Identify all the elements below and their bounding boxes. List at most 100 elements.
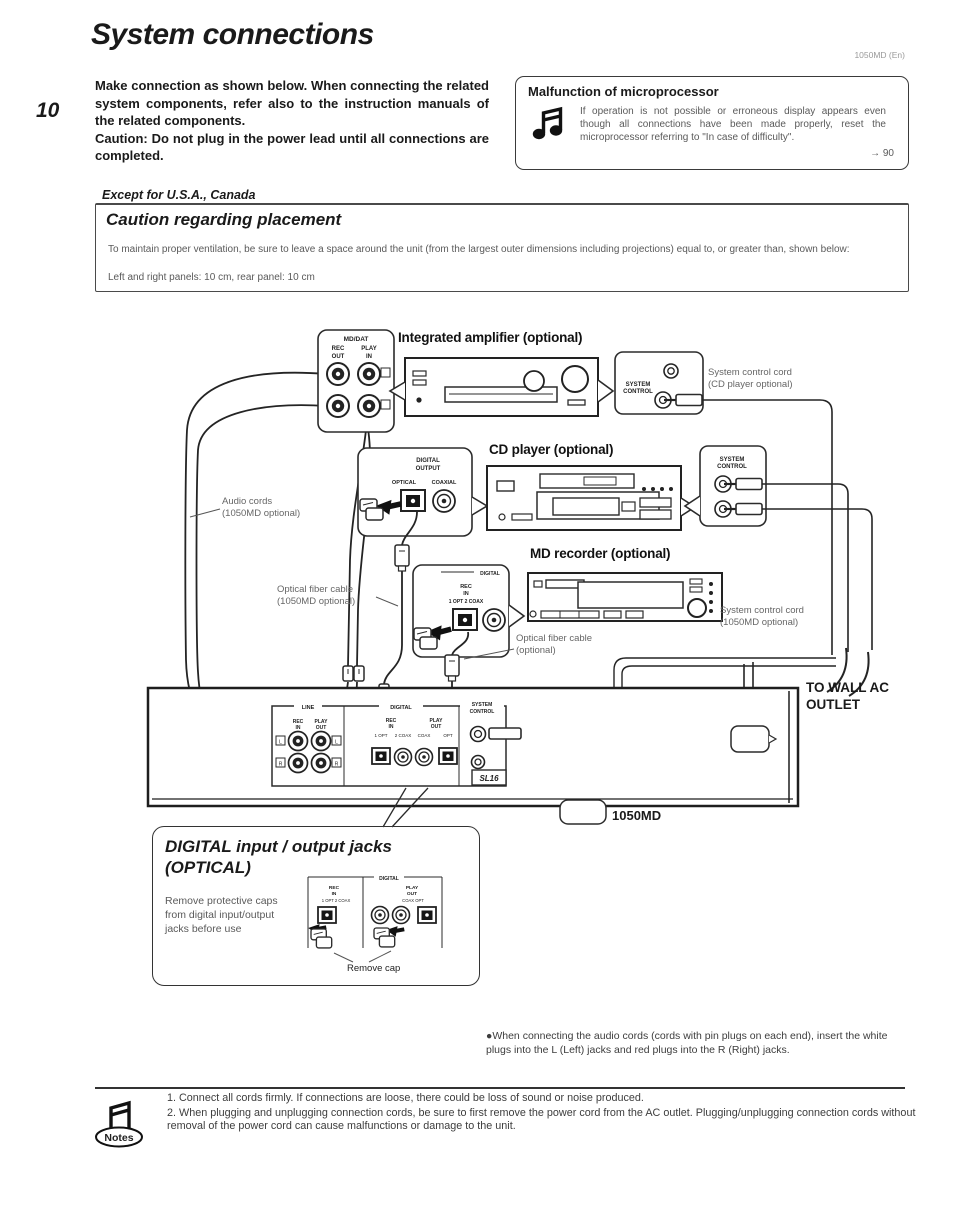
svg-text:IN: IN [389, 724, 394, 730]
optical-jack-icon [371, 747, 391, 765]
placement-title: Caution regarding placement [106, 210, 342, 229]
optical-jack-icon [400, 489, 426, 512]
callout-mini-diagram: DIGITAL REC IN PLAY OUT 1 OPT 2 COAX COA… [305, 876, 443, 974]
footnote-2: 2. When plugging and unplugging connecti… [167, 1106, 916, 1133]
music-note-icon [532, 106, 563, 140]
audio-cord-note: ●When connecting the audio cords (cords … [486, 1030, 888, 1056]
model-reference: 1050MD (En) [854, 50, 905, 60]
svg-text:REC: REC [332, 346, 345, 352]
footnotes: 1. Connect all cords firmly. If connecti… [167, 1092, 919, 1135]
rca-jack-icon [287, 730, 309, 752]
svg-text:SYSTEM: SYSTEM [720, 457, 745, 463]
rca-jack-icon [287, 752, 309, 774]
svg-text:CONTROL: CONTROL [717, 464, 747, 470]
intro-body: Make connection as shown below. When con… [95, 78, 489, 128]
system-control-panel-1: SYSTEM CONTROL [614, 351, 833, 655]
amplifier-label: Integrated amplifier (optional) [398, 330, 583, 345]
pin-plug-icon [353, 665, 365, 682]
md-digital-panel: DIGITAL REC IN 1 OPT 2 COAX [412, 564, 526, 658]
page-title: System connections [91, 18, 374, 51]
md-dat-panel: MD/DAT REC PLAY OUT IN [317, 329, 395, 433]
rear-panel: LINE DIGITAL SYSTEM CONTROL REC IN PLAY … [146, 686, 800, 825]
svg-text:CONTROL: CONTROL [623, 389, 653, 395]
sc-cord-md-label: System control cord (1050MD optional) [720, 605, 804, 628]
svg-text:IN: IN [366, 354, 372, 360]
svg-text:OUT: OUT [431, 724, 442, 730]
system-control-cord [762, 508, 873, 650]
notes-icon: Notes [95, 1100, 143, 1148]
svg-text:REC: REC [460, 584, 472, 590]
malfunction-title: Malfunction of microprocessor [528, 84, 719, 99]
callout-body: Remove protective caps from digital inpu… [165, 895, 278, 935]
rca-jack-icon [357, 394, 381, 418]
svg-text:L: L [279, 740, 282, 746]
footnote-1: 1. Connect all cords firmly. If connecti… [167, 1092, 644, 1104]
svg-text:IN: IN [296, 725, 301, 731]
notes-icon-label: Notes [104, 1132, 133, 1144]
cord-break-marks [826, 647, 870, 697]
rca-jack-icon [357, 362, 381, 386]
rca-jack-icon [310, 730, 332, 752]
unit-model-label: 1050MD [612, 808, 662, 823]
svg-text:OUT: OUT [332, 354, 345, 360]
svg-text:DIGITAL: DIGITAL [379, 876, 399, 882]
coaxial-jack-icon [393, 747, 413, 767]
svg-text:LINE: LINE [302, 705, 315, 711]
system-control-plug-icon [488, 727, 522, 740]
svg-text:REC: REC [386, 718, 397, 724]
svg-text:DIGITAL: DIGITAL [416, 458, 440, 464]
callout-wedge [597, 379, 615, 403]
svg-text:DIGITAL: DIGITAL [480, 571, 500, 577]
md-recorder-drawing [527, 572, 723, 622]
page-number: 10 [36, 99, 60, 122]
svg-text:COAX: COAX [418, 733, 431, 738]
optical-jack-icon [452, 608, 478, 631]
svg-text:OUT: OUT [407, 891, 417, 897]
cd-player-drawing [486, 465, 697, 531]
svg-text:SYSTEM: SYSTEM [626, 382, 651, 388]
digital-output-panel: DIGITAL OUTPUT OPTICAL COAXIAL [357, 447, 489, 537]
panel-foot [559, 799, 607, 825]
coaxial-jack-icon [414, 747, 434, 767]
svg-text:OUT: OUT [316, 725, 327, 731]
sc-cord-cd-label: System control cord (CD player optional) [708, 367, 793, 390]
system-control-panel-2: SYSTEM CONTROL [683, 445, 873, 652]
svg-text:OUTPUT: OUTPUT [416, 466, 441, 472]
audio-cords-label: Audio cords (1050MD optional) [222, 496, 301, 519]
svg-text:1 OPT 2 COAX: 1 OPT 2 COAX [322, 898, 351, 903]
system-control-cord [702, 399, 833, 655]
svg-text:R: R [279, 762, 283, 768]
svg-text:COAXIAL: COAXIAL [432, 480, 457, 486]
md-recorder-label: MD recorder (optional) [530, 546, 671, 561]
svg-text:IN: IN [463, 591, 469, 597]
svg-text:COAX OPT: COAX OPT [402, 898, 424, 903]
svg-text:PLAY: PLAY [361, 346, 376, 352]
sl16-logo: SL16 [479, 774, 499, 783]
intro-caution: Caution: Do not plug in the power lead u… [95, 130, 489, 164]
callout-wedge [471, 496, 489, 516]
svg-text:IN: IN [332, 891, 337, 897]
callout-wedge [683, 495, 701, 517]
svg-text:OPTICAL: OPTICAL [392, 480, 417, 486]
coaxial-jack-icon [432, 489, 456, 513]
svg-text:CONTROL: CONTROL [470, 709, 495, 715]
digital-jacks-callout: DIGITAL input / output jacks (OPTICAL) R… [152, 826, 480, 986]
svg-text:PLAY: PLAY [430, 718, 444, 724]
fiber-connector-icon [444, 654, 460, 682]
callout-pointer [382, 787, 429, 828]
svg-text:OPT: OPT [443, 733, 453, 738]
power-cord-grommet [730, 725, 770, 753]
placement-box: Caution regarding placement To maintain … [95, 203, 909, 292]
svg-text:PLAY: PLAY [315, 719, 329, 725]
svg-text:2 COAX: 2 COAX [395, 733, 412, 738]
placement-dimensions: Left and right panels: 10 cm, rear panel… [108, 272, 315, 283]
svg-text:1 OPT: 1 OPT [374, 733, 387, 738]
fiber-connector-icon [394, 544, 410, 572]
optical-jack-icon [438, 747, 458, 765]
cd-player-label: CD player (optional) [489, 442, 614, 457]
svg-text:PLAY: PLAY [406, 885, 419, 891]
pin-plug-icon [342, 665, 354, 682]
fiber-cable-label-1: Optical fiber cable (1050MD optional) [277, 584, 356, 607]
svg-text:DIGITAL: DIGITAL [390, 705, 412, 711]
